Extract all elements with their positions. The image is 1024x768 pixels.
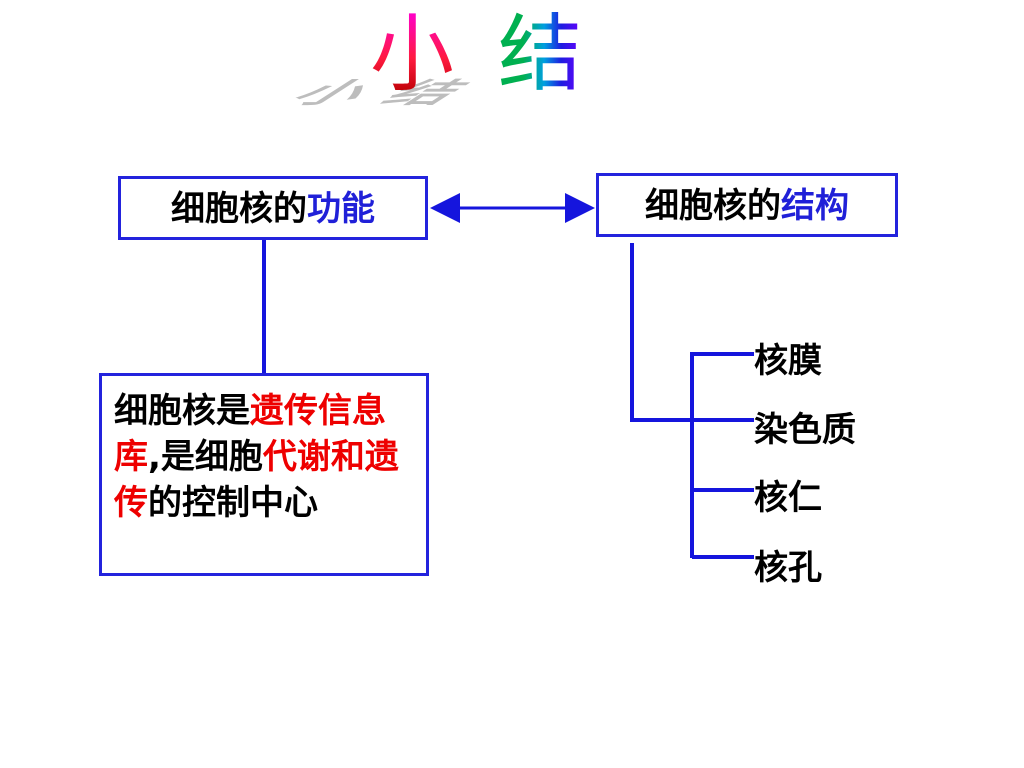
structure-item-nuclear-pore: 核孔 bbox=[754, 548, 822, 588]
desc-part-3: ,是细胞 bbox=[148, 437, 263, 477]
description-box: 细胞核是遗传信息库,是细胞代谢和遗传的控制中心 bbox=[99, 373, 429, 576]
function-box: 细胞核的功能 bbox=[118, 176, 428, 240]
structure-highlight: 结构 bbox=[781, 186, 849, 226]
page-title: 小结 小 结 bbox=[277, 5, 600, 132]
structure-prefix: 细胞核的 bbox=[645, 186, 781, 226]
function-box-label: 细胞核的功能 bbox=[121, 179, 425, 239]
structure-item-nucleolus: 核仁 bbox=[754, 478, 822, 518]
desc-part-5: 的控制中心 bbox=[148, 483, 318, 523]
structure-item-nuclear-membrane: 核膜 bbox=[754, 341, 822, 381]
structure-box-label: 细胞核的结构 bbox=[599, 176, 895, 236]
desc-part-4: 代谢和遗传 bbox=[114, 437, 399, 523]
structure-item-chromatin: 染色质 bbox=[754, 410, 856, 450]
structure-box: 细胞核的结构 bbox=[596, 173, 898, 237]
desc-part-1: 细胞核是 bbox=[114, 391, 250, 431]
title-char-2: 结 bbox=[498, 5, 583, 103]
desc-part-2: 遗传信息库 bbox=[114, 391, 386, 477]
description-text: 细胞核是遗传信息库,是细胞代谢和遗传的控制中心 bbox=[114, 388, 414, 526]
function-prefix: 细胞核的 bbox=[171, 189, 307, 229]
title-char-1: 小 bbox=[370, 5, 455, 103]
structure-connector bbox=[630, 243, 692, 422]
function-highlight: 功能 bbox=[307, 189, 375, 229]
